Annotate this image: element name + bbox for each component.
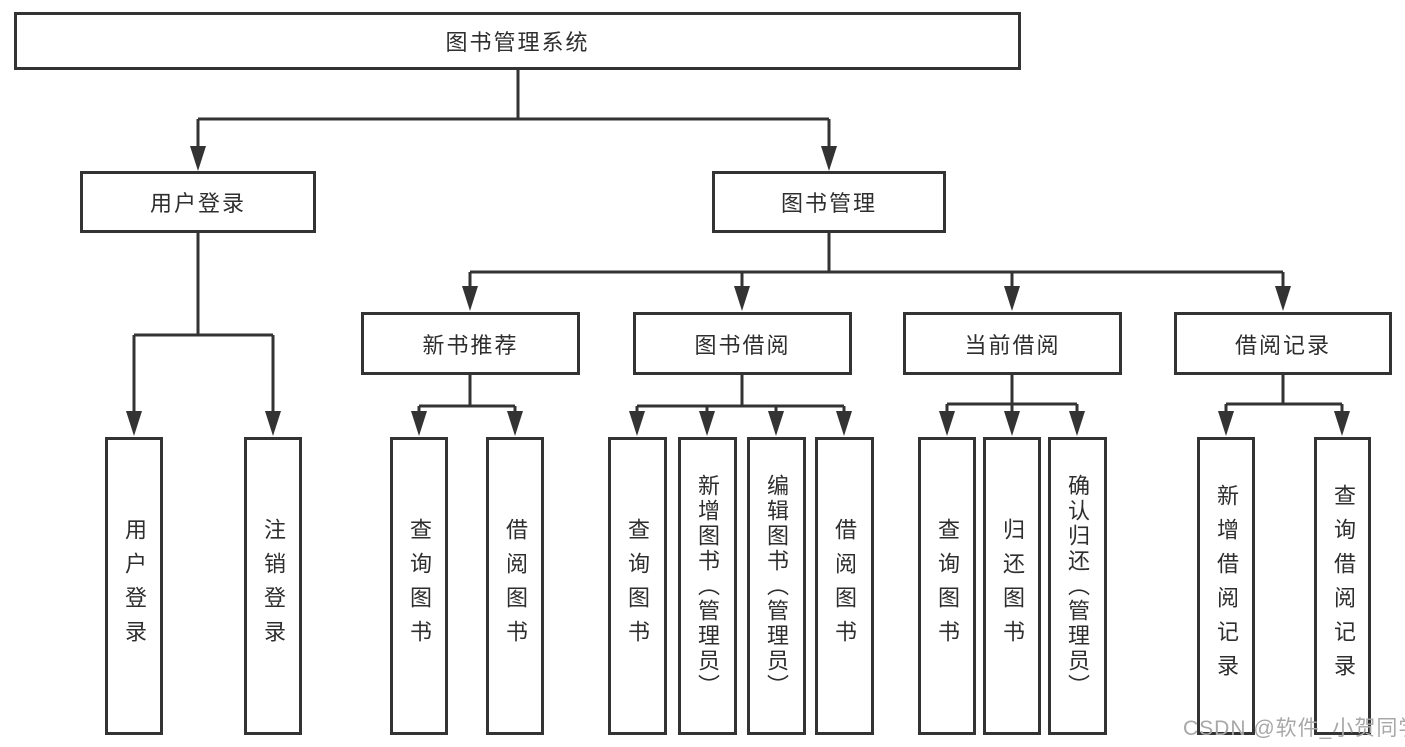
node-current-borrowing: 当前借阅 bbox=[903, 312, 1122, 375]
node-library-system: 图书管理系统 bbox=[14, 12, 1021, 70]
node-query-books-current: 查询图书 bbox=[918, 437, 976, 735]
node-user-login: 用户登录 bbox=[105, 437, 163, 735]
node-add-books-admin: 新增图书（管理员） bbox=[678, 437, 737, 735]
arrowhead-icons bbox=[126, 146, 1350, 436]
node-borrow-books-borrowing: 借阅图书 bbox=[815, 437, 874, 735]
node-query-books-recommend: 查询图书 bbox=[390, 437, 448, 735]
node-book-management-branch: 图书管理 bbox=[712, 171, 946, 233]
node-add-borrow-record: 新增借阅记录 bbox=[1197, 437, 1255, 735]
node-user-login-branch: 用户登录 bbox=[80, 171, 316, 233]
node-book-borrowing: 图书借阅 bbox=[633, 312, 852, 375]
node-return-books: 归还图书 bbox=[983, 437, 1041, 735]
node-borrow-books-recommend: 借阅图书 bbox=[486, 437, 544, 735]
watermark-text: CSDN @软件_小贺同学 bbox=[1183, 717, 1405, 740]
node-query-books-borrowing: 查询图书 bbox=[608, 437, 667, 735]
node-confirm-return-admin: 确认归还（管理员） bbox=[1048, 437, 1107, 735]
node-borrowing-records: 借阅记录 bbox=[1174, 312, 1392, 375]
node-new-book-recommendation: 新书推荐 bbox=[361, 312, 580, 375]
node-edit-books-admin: 编辑图书（管理员） bbox=[747, 437, 806, 735]
node-logout: 注销登录 bbox=[244, 437, 302, 735]
node-query-borrow-record: 查询借阅记录 bbox=[1314, 437, 1371, 735]
